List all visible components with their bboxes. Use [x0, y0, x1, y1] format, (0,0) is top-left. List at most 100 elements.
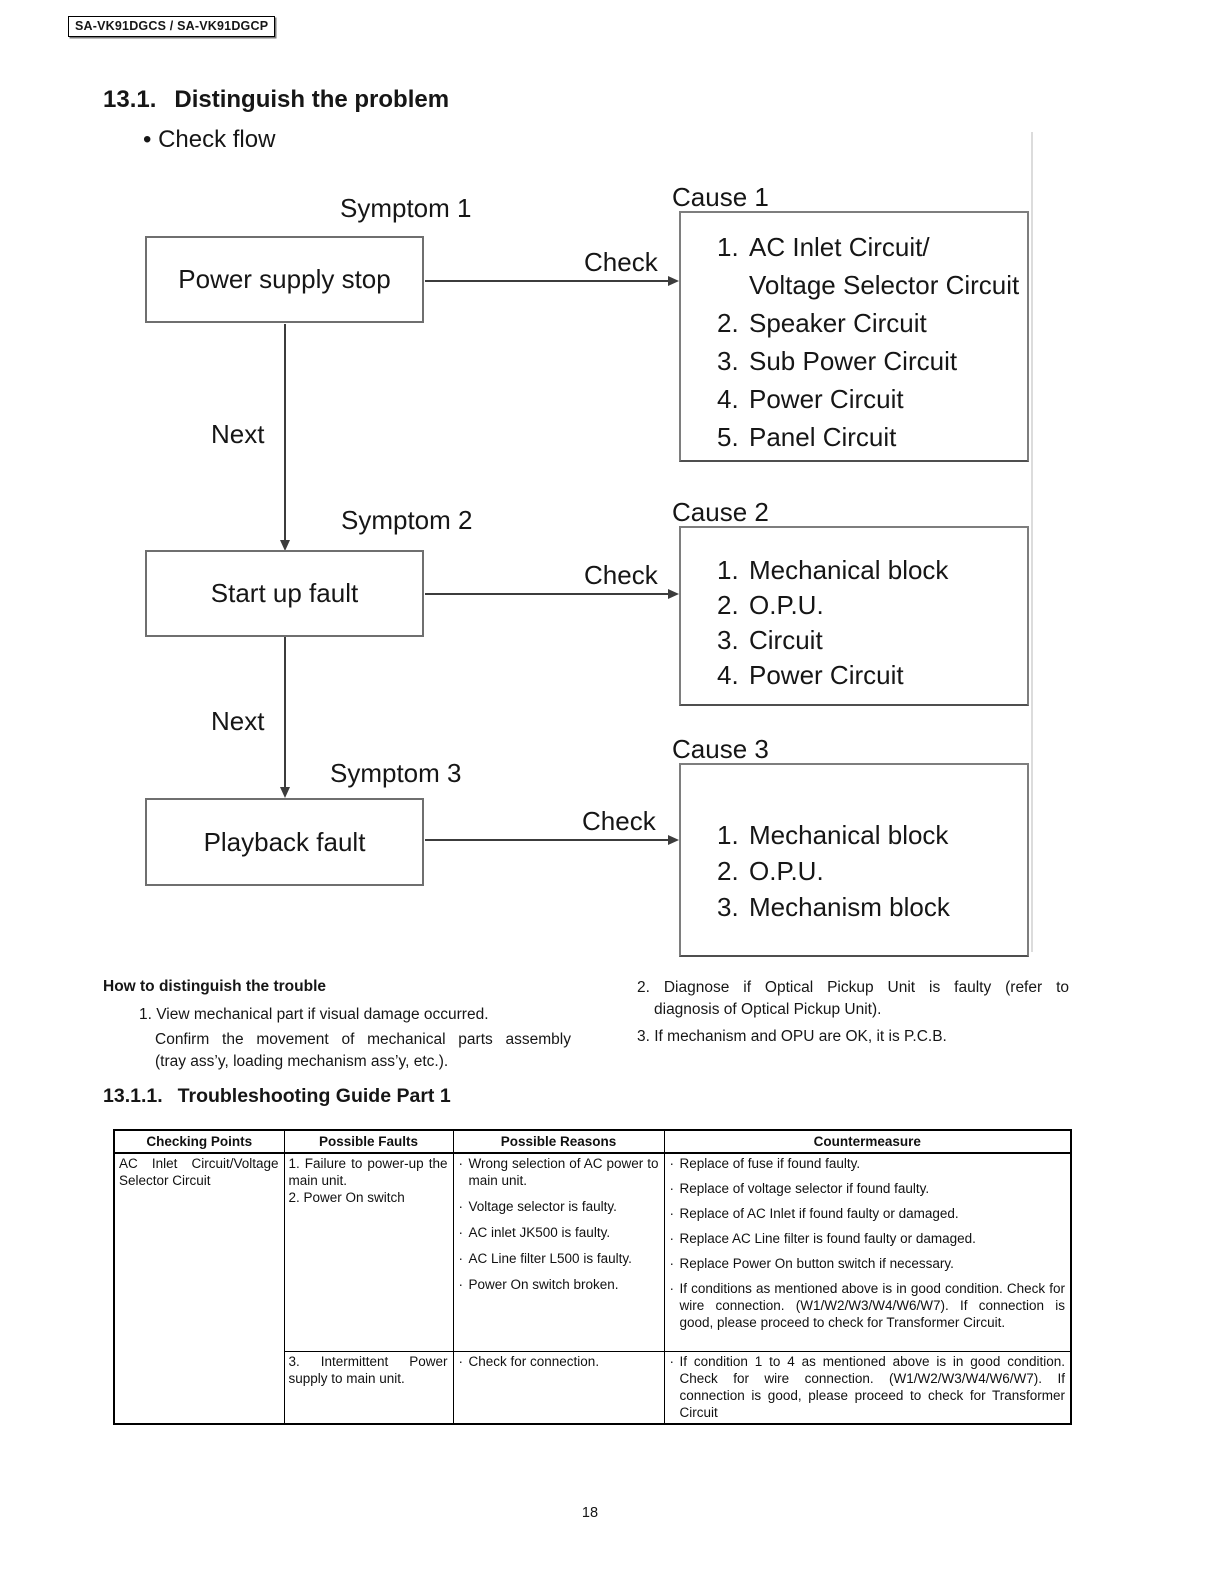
symptom-2-box-label: Start up fault [210, 578, 359, 608]
countermeasure-item: Replace of fuse if found faulty. [669, 1155, 1066, 1172]
section-title: 13.1.Distinguish the problem [103, 86, 449, 114]
cause-3-item: 3. Mechanism block [717, 889, 1027, 925]
cause-2-list: 1. Mechanical block 2. O.P.U. 3. Circuit 4.… [681, 553, 1027, 693]
cause-item-text: Sub Power Circuit [749, 346, 958, 376]
cause-1-item: 3. Sub Power Circuit [717, 342, 1027, 380]
arrow-line-check-3 [425, 839, 669, 841]
column-header-checking-points: Checking Points [113, 1129, 285, 1154]
fault-item: 3. Intermittent Power supply to main uni… [288, 1353, 448, 1386]
howto-item-1: 1. View mechanical part if visual damage… [139, 1006, 489, 1023]
countermeasure-item: Replace Power On button switch if necess… [669, 1255, 1066, 1272]
next-label-1: Next [211, 419, 265, 449]
guide-heading-number: 13.1.1. [103, 1085, 163, 1107]
arrow-line-check-1 [425, 280, 669, 282]
cause-item-text: Mechanical block [749, 555, 949, 585]
cell-possible-faults-1: 1. Failure to power-up the main unit. 2.… [283, 1152, 454, 1352]
arrowhead-down-2-icon [279, 787, 290, 798]
symptom-2-label: Symptom 2 [341, 505, 473, 535]
cell-possible-faults-2: 3. Intermittent Power supply to main uni… [283, 1350, 454, 1424]
cause-item-text: Speaker Circuit [749, 308, 927, 338]
column-header-possible-reasons: Possible Reasons [452, 1129, 665, 1154]
countermeasure-item: If condition 1 to 4 as mentioned above i… [669, 1353, 1065, 1421]
arrowhead-right-3-icon [668, 834, 679, 845]
cause-item-number: 2. [717, 308, 739, 338]
reason-item: AC Line filter L500 is faulty. [458, 1250, 659, 1267]
howto-item-2-line-2: diagnosis of Optical Pickup Unit). [654, 1001, 882, 1018]
table-header-row: Checking Points Possible Faults Possible… [113, 1129, 1072, 1154]
guide-heading-text: Troubleshooting Guide Part 1 [177, 1085, 451, 1107]
arrow-line-check-2 [425, 593, 669, 595]
cause-item-number: 2. [717, 590, 739, 620]
howto-item-3: 3. If mechanism and OPU are OK, it is P.… [637, 1028, 947, 1045]
cell-countermeasure-2: If condition 1 to 4 as mentioned above i… [663, 1350, 1072, 1424]
cause-item-number: 1. [717, 555, 739, 585]
cause-1-label: Cause 1 [672, 182, 769, 212]
fault-item: 2. Power On switch [288, 1190, 405, 1205]
check-flow-bullet: • Check flow [143, 126, 276, 153]
cause-item-text: Mechanical block [749, 820, 949, 850]
cell-possible-reasons-2: Check for connection. [452, 1350, 665, 1424]
cell-checking-point: AC Inlet Circuit/Voltage Selector Circui… [113, 1152, 285, 1424]
cause-1-item: 5. Panel Circuit [717, 418, 1027, 456]
cause-item-number: 2. [717, 856, 739, 886]
check-2-label: Check [584, 560, 658, 590]
check-1-label: Check [584, 247, 658, 277]
cause-2-item: 1. Mechanical block [717, 553, 1027, 588]
symptom-3-box-label: Playback fault [203, 826, 366, 857]
cause-3-label: Cause 3 [672, 734, 769, 764]
cause-item-number: 3. [717, 346, 739, 376]
cell-countermeasure-1: Replace of fuse if found faulty. Replace… [663, 1152, 1072, 1352]
cause-2-box: 1. Mechanical block 2. O.P.U. 3. Circuit 4.… [679, 526, 1029, 706]
cause-3-box: 1. Mechanical block 2. O.P.U. 3. Mechanism … [679, 763, 1029, 957]
cause-item-number: 3. [717, 892, 739, 922]
symptom-1-label: Symptom 1 [340, 193, 472, 223]
cause-item-number: 3. [717, 625, 739, 655]
cause-item-text: Power Circuit [749, 660, 904, 690]
countermeasure-item: Replace AC Line filter is found faulty o… [669, 1230, 1066, 1247]
cause-1-item: 1. AC Inlet Circuit/ Voltage Selector Cir… [717, 228, 1027, 304]
countermeasure-item: Replace of AC Inlet if found faulty or d… [669, 1205, 1066, 1222]
arrowhead-right-1-icon [668, 275, 679, 286]
cause-item-number: 4. [717, 660, 739, 690]
countermeasure-item: If conditions as mentioned above is in g… [669, 1280, 1065, 1331]
reason-item: Check for connection. [458, 1353, 659, 1370]
cause-item-number: 5. [717, 422, 739, 452]
cause-2-item: 2. O.P.U. [717, 588, 1027, 623]
howto-heading: How to distinguish the trouble [103, 978, 327, 995]
cause-item-text: O.P.U. [749, 856, 824, 886]
page-number: 18 [581, 1505, 599, 1521]
connector-line-2 [284, 637, 286, 789]
symptom-3-box: Playback fault [145, 798, 424, 886]
column-header-possible-faults: Possible Faults [283, 1129, 454, 1154]
cause-1-item: 2. Speaker Circuit [717, 304, 1027, 342]
arrowhead-right-2-icon [668, 588, 679, 599]
cause-2-item: 4. Power Circuit [717, 658, 1027, 693]
countermeasure-item: Replace of voltage selector if found fau… [669, 1180, 1066, 1197]
cell-possible-reasons-1: Wrong selection of AC power to main unit… [452, 1152, 665, 1352]
scan-artifact-line [1031, 132, 1033, 952]
howto-item-1-note: Confirm the movement of mechanical parts… [155, 1029, 571, 1073]
symptom-1-box-label: Power supply stop [178, 264, 391, 294]
next-label-2: Next [211, 706, 265, 736]
symptom-3-label: Symptom 3 [330, 758, 462, 788]
cause-item-number: 1. [717, 820, 739, 850]
check-3-label: Check [582, 806, 656, 836]
howto-note-line-1: Confirm the movement of mechanical parts… [155, 1031, 571, 1048]
table-row: 3. Intermittent Power supply to main uni… [114, 1350, 1072, 1424]
connector-line-1 [284, 324, 286, 543]
section-title-number: 13.1. [103, 86, 157, 113]
cause-item-text: AC Inlet Circuit/ Voltage Selector Circu… [749, 232, 1020, 300]
cause-item-number: 1. [717, 232, 739, 262]
cause-item-text: Panel Circuit [749, 422, 897, 452]
cause-item-text: Mechanism block [749, 892, 950, 922]
cause-item-text: Circuit [749, 625, 823, 655]
cause-1-item: 4.Power Circuit [717, 380, 1027, 418]
howto-item-2: 2. Diagnose if Optical Pickup Unit is fa… [637, 977, 1069, 1021]
arrowhead-down-1-icon [279, 540, 290, 551]
reason-item: Power On switch broken. [458, 1276, 659, 1293]
troubleshooting-table: Checking Points Possible Faults Possible… [113, 1129, 1072, 1425]
cause-1-box: 1. AC Inlet Circuit/ Voltage Selector Cir… [679, 211, 1029, 462]
cause-3-list: 1. Mechanical block 2. O.P.U. 3. Mechanism … [681, 817, 1027, 925]
cause-item-text: O.P.U. [749, 590, 824, 620]
